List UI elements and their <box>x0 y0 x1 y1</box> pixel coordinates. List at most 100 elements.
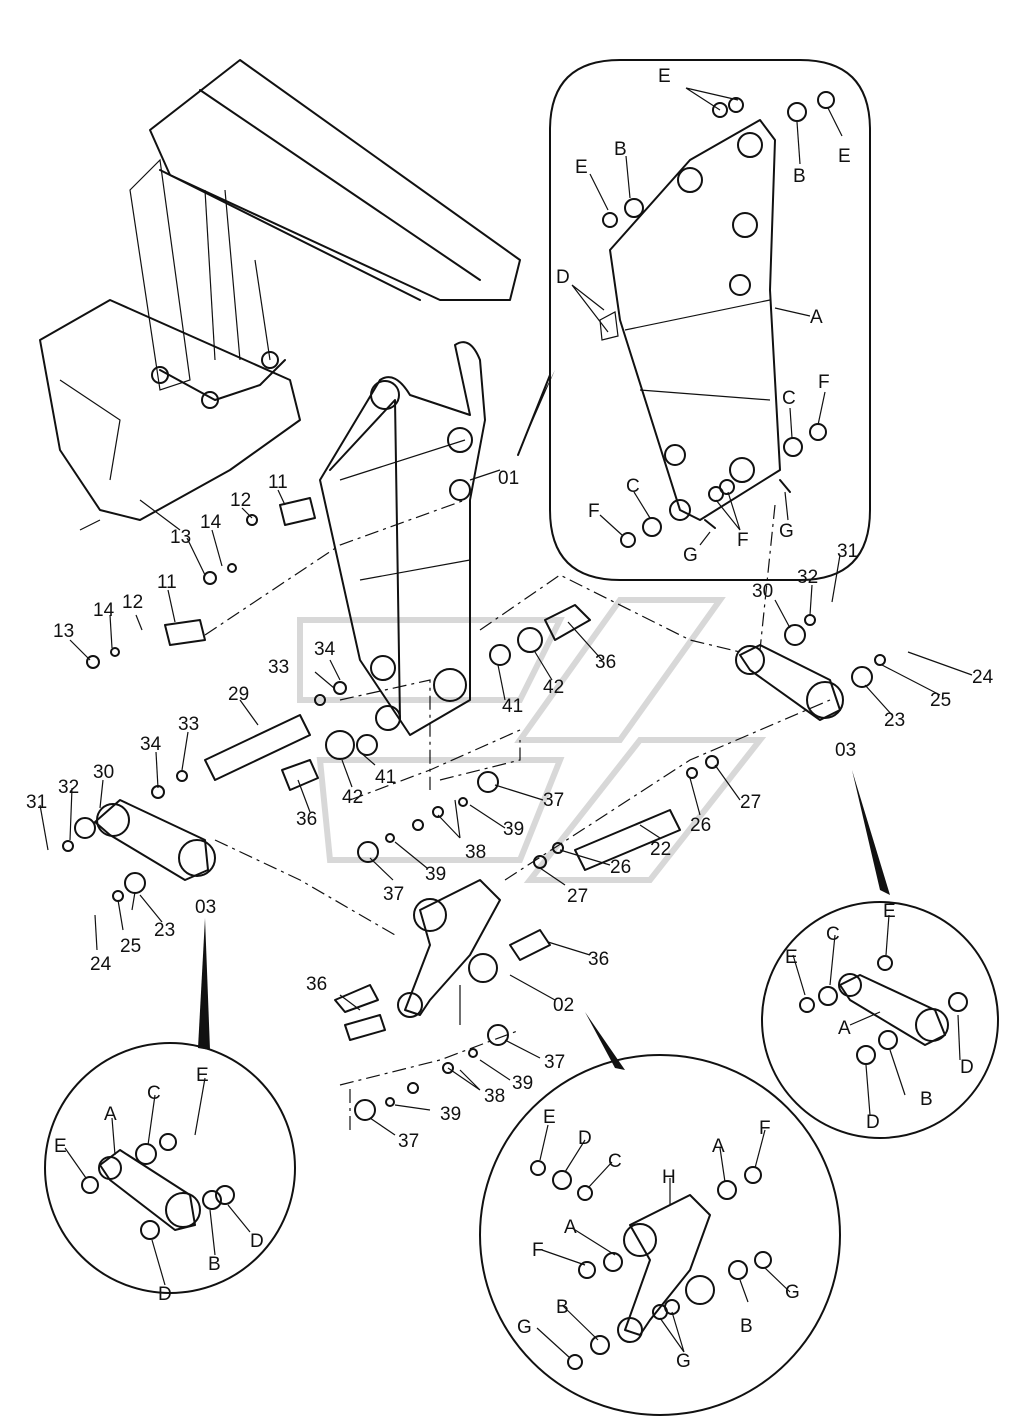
label-27: 27 <box>567 886 588 907</box>
detail-circle-03-right <box>761 901 999 1139</box>
label-F: F <box>588 501 600 522</box>
centerlines <box>204 499 831 1130</box>
label-01: 01 <box>498 468 519 489</box>
label-36: 36 <box>595 652 616 673</box>
label-24: 24 <box>90 954 112 975</box>
label-C: C <box>826 924 840 945</box>
label-23: 23 <box>154 920 175 941</box>
label-30: 30 <box>752 581 773 602</box>
label-39: 39 <box>440 1104 461 1125</box>
pointer-03-left <box>198 918 210 1050</box>
label-11: 11 <box>268 472 288 493</box>
label-D: D <box>250 1231 264 1252</box>
label-30: 30 <box>93 762 114 783</box>
link-03-left <box>62 799 216 902</box>
label-B: B <box>740 1316 753 1337</box>
label-37: 37 <box>544 1052 565 1073</box>
label-F: F <box>818 372 830 393</box>
label-F: F <box>759 1118 771 1139</box>
part-labels: E E B E B D A F C C F F G G 01 11 12 14 … <box>26 66 994 1372</box>
label-F: F <box>737 530 749 551</box>
label-23: 23 <box>884 710 905 731</box>
detail-circle-03-left <box>44 1042 296 1294</box>
label-H: H <box>662 1167 676 1188</box>
label-C: C <box>608 1151 622 1172</box>
label-G: G <box>785 1282 800 1303</box>
pins-and-fasteners <box>86 497 719 1121</box>
label-31: 31 <box>837 541 858 562</box>
label-32: 32 <box>797 567 818 588</box>
label-E: E <box>54 1136 67 1157</box>
label-39: 39 <box>512 1073 533 1094</box>
label-36: 36 <box>588 949 609 970</box>
label-A: A <box>104 1104 117 1125</box>
label-13: 13 <box>53 621 74 642</box>
label-25: 25 <box>120 936 141 957</box>
label-D: D <box>578 1128 592 1149</box>
label-37: 37 <box>398 1131 419 1152</box>
label-34: 34 <box>314 639 336 660</box>
label-26: 26 <box>610 857 631 878</box>
machine-frame-illustration <box>39 59 521 531</box>
label-34: 34 <box>140 734 162 755</box>
label-11: 11 <box>157 572 177 593</box>
label-39: 39 <box>503 819 524 840</box>
label-G: G <box>676 1351 691 1372</box>
label-G: G <box>779 521 794 542</box>
pointer-01 <box>517 370 555 456</box>
label-03: 03 <box>835 740 856 761</box>
label-22: 22 <box>650 839 671 860</box>
detail-circle-arm <box>549 59 871 581</box>
label-37: 37 <box>383 884 404 905</box>
label-G: G <box>517 1317 532 1338</box>
label-36: 36 <box>296 809 317 830</box>
label-B: B <box>793 166 806 187</box>
label-02: 02 <box>553 995 574 1016</box>
label-D: D <box>556 267 570 288</box>
label-12: 12 <box>230 490 251 511</box>
label-14: 14 <box>93 600 115 621</box>
label-E: E <box>658 66 671 87</box>
label-E: E <box>196 1065 209 1086</box>
label-32: 32 <box>58 777 79 798</box>
label-41: 41 <box>502 696 523 717</box>
detail-circle-02 <box>479 1054 841 1416</box>
label-B: B <box>920 1089 933 1110</box>
label-D: D <box>158 1284 172 1305</box>
label-27: 27 <box>740 792 761 813</box>
label-38: 38 <box>484 1086 505 1107</box>
label-E: E <box>575 157 588 178</box>
label-13: 13 <box>170 527 191 548</box>
label-24: 24 <box>972 667 994 688</box>
label-42: 42 <box>543 677 564 698</box>
label-E: E <box>543 1107 556 1128</box>
label-E: E <box>838 146 851 167</box>
arm-01 <box>319 341 486 736</box>
pointer-02 <box>585 1012 625 1070</box>
label-31: 31 <box>26 792 47 813</box>
label-G: G <box>683 545 698 566</box>
label-29: 29 <box>228 684 249 705</box>
label-D: D <box>866 1112 880 1133</box>
label-D: D <box>960 1057 974 1078</box>
leader-lines <box>39 87 973 1359</box>
label-33: 33 <box>268 657 289 678</box>
label-B: B <box>208 1254 221 1275</box>
label-A: A <box>838 1018 851 1039</box>
label-A: A <box>712 1136 725 1157</box>
pointer-03-right <box>852 770 890 895</box>
label-C: C <box>147 1083 161 1104</box>
link-03-right <box>735 614 886 721</box>
label-41: 41 <box>375 767 396 788</box>
label-A: A <box>564 1217 577 1238</box>
label-14: 14 <box>200 512 222 533</box>
label-E: E <box>785 947 798 968</box>
label-39: 39 <box>425 864 446 885</box>
label-26: 26 <box>690 815 711 836</box>
label-42: 42 <box>342 787 363 808</box>
label-A: A <box>810 307 823 328</box>
label-B: B <box>556 1297 569 1318</box>
watermark-logo <box>297 597 767 883</box>
label-12: 12 <box>122 592 143 613</box>
